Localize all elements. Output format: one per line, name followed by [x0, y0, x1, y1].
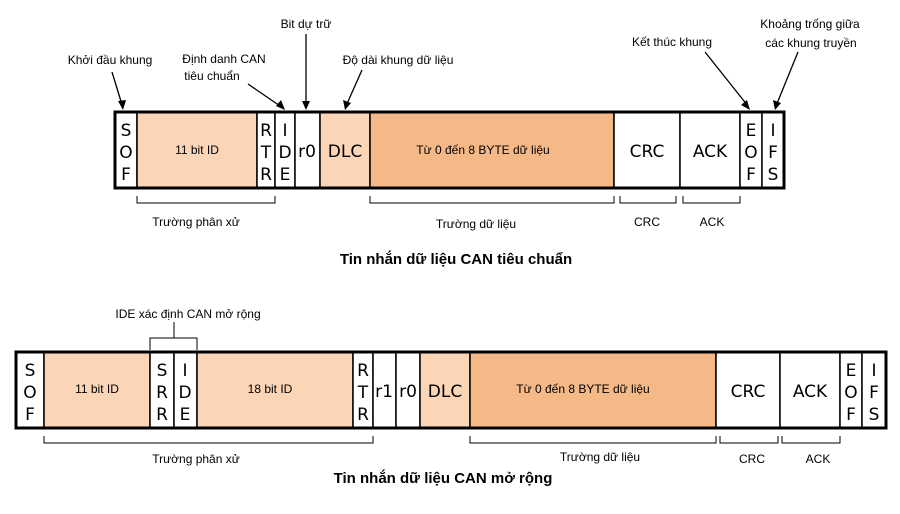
ext-crc-box: [715, 351, 781, 429]
ext-data-group-label: Trường dữ liệu: [560, 450, 640, 464]
ext-id11-label: 11 bit ID: [75, 382, 119, 396]
ext-r0-label: r0: [399, 382, 417, 402]
std-crc-group-label: CRC: [634, 215, 660, 229]
ext-dlc-label: DLC: [428, 382, 462, 402]
ext-ide-note: IDE xác định CAN mở rộng: [115, 307, 260, 321]
ext-data-label: Từ 0 đến 8 BYTE dữ liệu: [516, 382, 649, 396]
ext-arbitration-label: Trường phân xử: [152, 452, 240, 466]
ext-r1-label: r1: [375, 382, 393, 402]
std-data-group-label: Trường dữ liệu: [436, 217, 516, 231]
std-dlc-label: DLC: [328, 142, 362, 162]
std-arbitration-bracket: [136, 196, 276, 204]
ext-srr-box: [149, 351, 175, 429]
ext-ack-box: [779, 351, 841, 429]
std-ifs-annotation-2: các khung truyền: [765, 36, 856, 50]
std-data-bracket: [369, 196, 615, 204]
std-sof-annotation: Khởi đầu khung: [68, 53, 153, 67]
std-ack-group-label: ACK: [700, 215, 725, 229]
ext-ack-bracket: [781, 436, 841, 444]
std-crc-label: CRC: [630, 142, 665, 162]
ext-title: Tin nhắn dữ liệu CAN mở rộng: [334, 469, 553, 487]
std-eof-arrow: [704, 51, 749, 107]
ext-id18-label: 18 bit ID: [248, 382, 293, 396]
std-id-arrow: [247, 83, 284, 109]
std-dlc-arrowhead: [343, 100, 351, 110]
ext-data-bracket: [469, 436, 717, 444]
std-id-label: 11 bit ID: [175, 143, 219, 157]
std-crc-bracket: [619, 196, 677, 204]
std-ack-bracket: [682, 196, 741, 204]
std-data-label: Từ 0 đến 8 BYTE dữ liệu: [416, 143, 549, 157]
std-ifs-arrow: [775, 51, 799, 107]
std-arbitration-label: Trường phân xử: [152, 215, 240, 229]
std-ack-label: ACK: [693, 142, 728, 162]
std-id-box: [136, 111, 258, 189]
ext-id11-box: [43, 351, 151, 429]
ext-arbitration-bracket: [43, 436, 374, 444]
std-id-annotation-1: Định danh CAN: [182, 52, 265, 66]
ext-crc-label: CRC: [731, 382, 766, 402]
std-dlc-arrow: [345, 69, 363, 107]
std-r0-label: r0: [298, 142, 316, 162]
std-eof-arrowhead: [741, 100, 750, 110]
ext-crc-bracket: [719, 436, 779, 444]
ext-ide-note-bracket: [149, 337, 198, 350]
ext-ack-group-label: ACK: [806, 452, 831, 466]
std-id-annotation-2: tiêu chuẩn: [184, 69, 239, 83]
std-r0-arrowhead: [302, 101, 310, 110]
ext-r0-box: [395, 351, 421, 429]
ext-id18-box: [196, 351, 354, 429]
std-id-arrowhead: [276, 100, 285, 110]
std-ack-box: [679, 111, 741, 189]
std-ifs-annotation-1: Khoảng trống giữa: [760, 17, 860, 31]
std-ifs-arrowhead: [773, 100, 781, 110]
std-dlc-annotation: Độ dài khung dữ liệu: [343, 53, 454, 67]
ext-crc-group-label: CRC: [739, 452, 765, 466]
ext-frame-border: [14, 350, 888, 430]
std-eof-annotation: Kết thúc khung: [632, 35, 712, 49]
std-title: Tin nhắn dữ liệu CAN tiêu chuẩn: [340, 250, 572, 268]
ext-data-box: [469, 351, 717, 429]
std-frame-border: [113, 110, 786, 190]
ext-ack-label: ACK: [793, 382, 828, 402]
std-sof-arrowhead: [118, 100, 126, 110]
std-r0-annotation: Bit dự trữ: [281, 17, 332, 31]
